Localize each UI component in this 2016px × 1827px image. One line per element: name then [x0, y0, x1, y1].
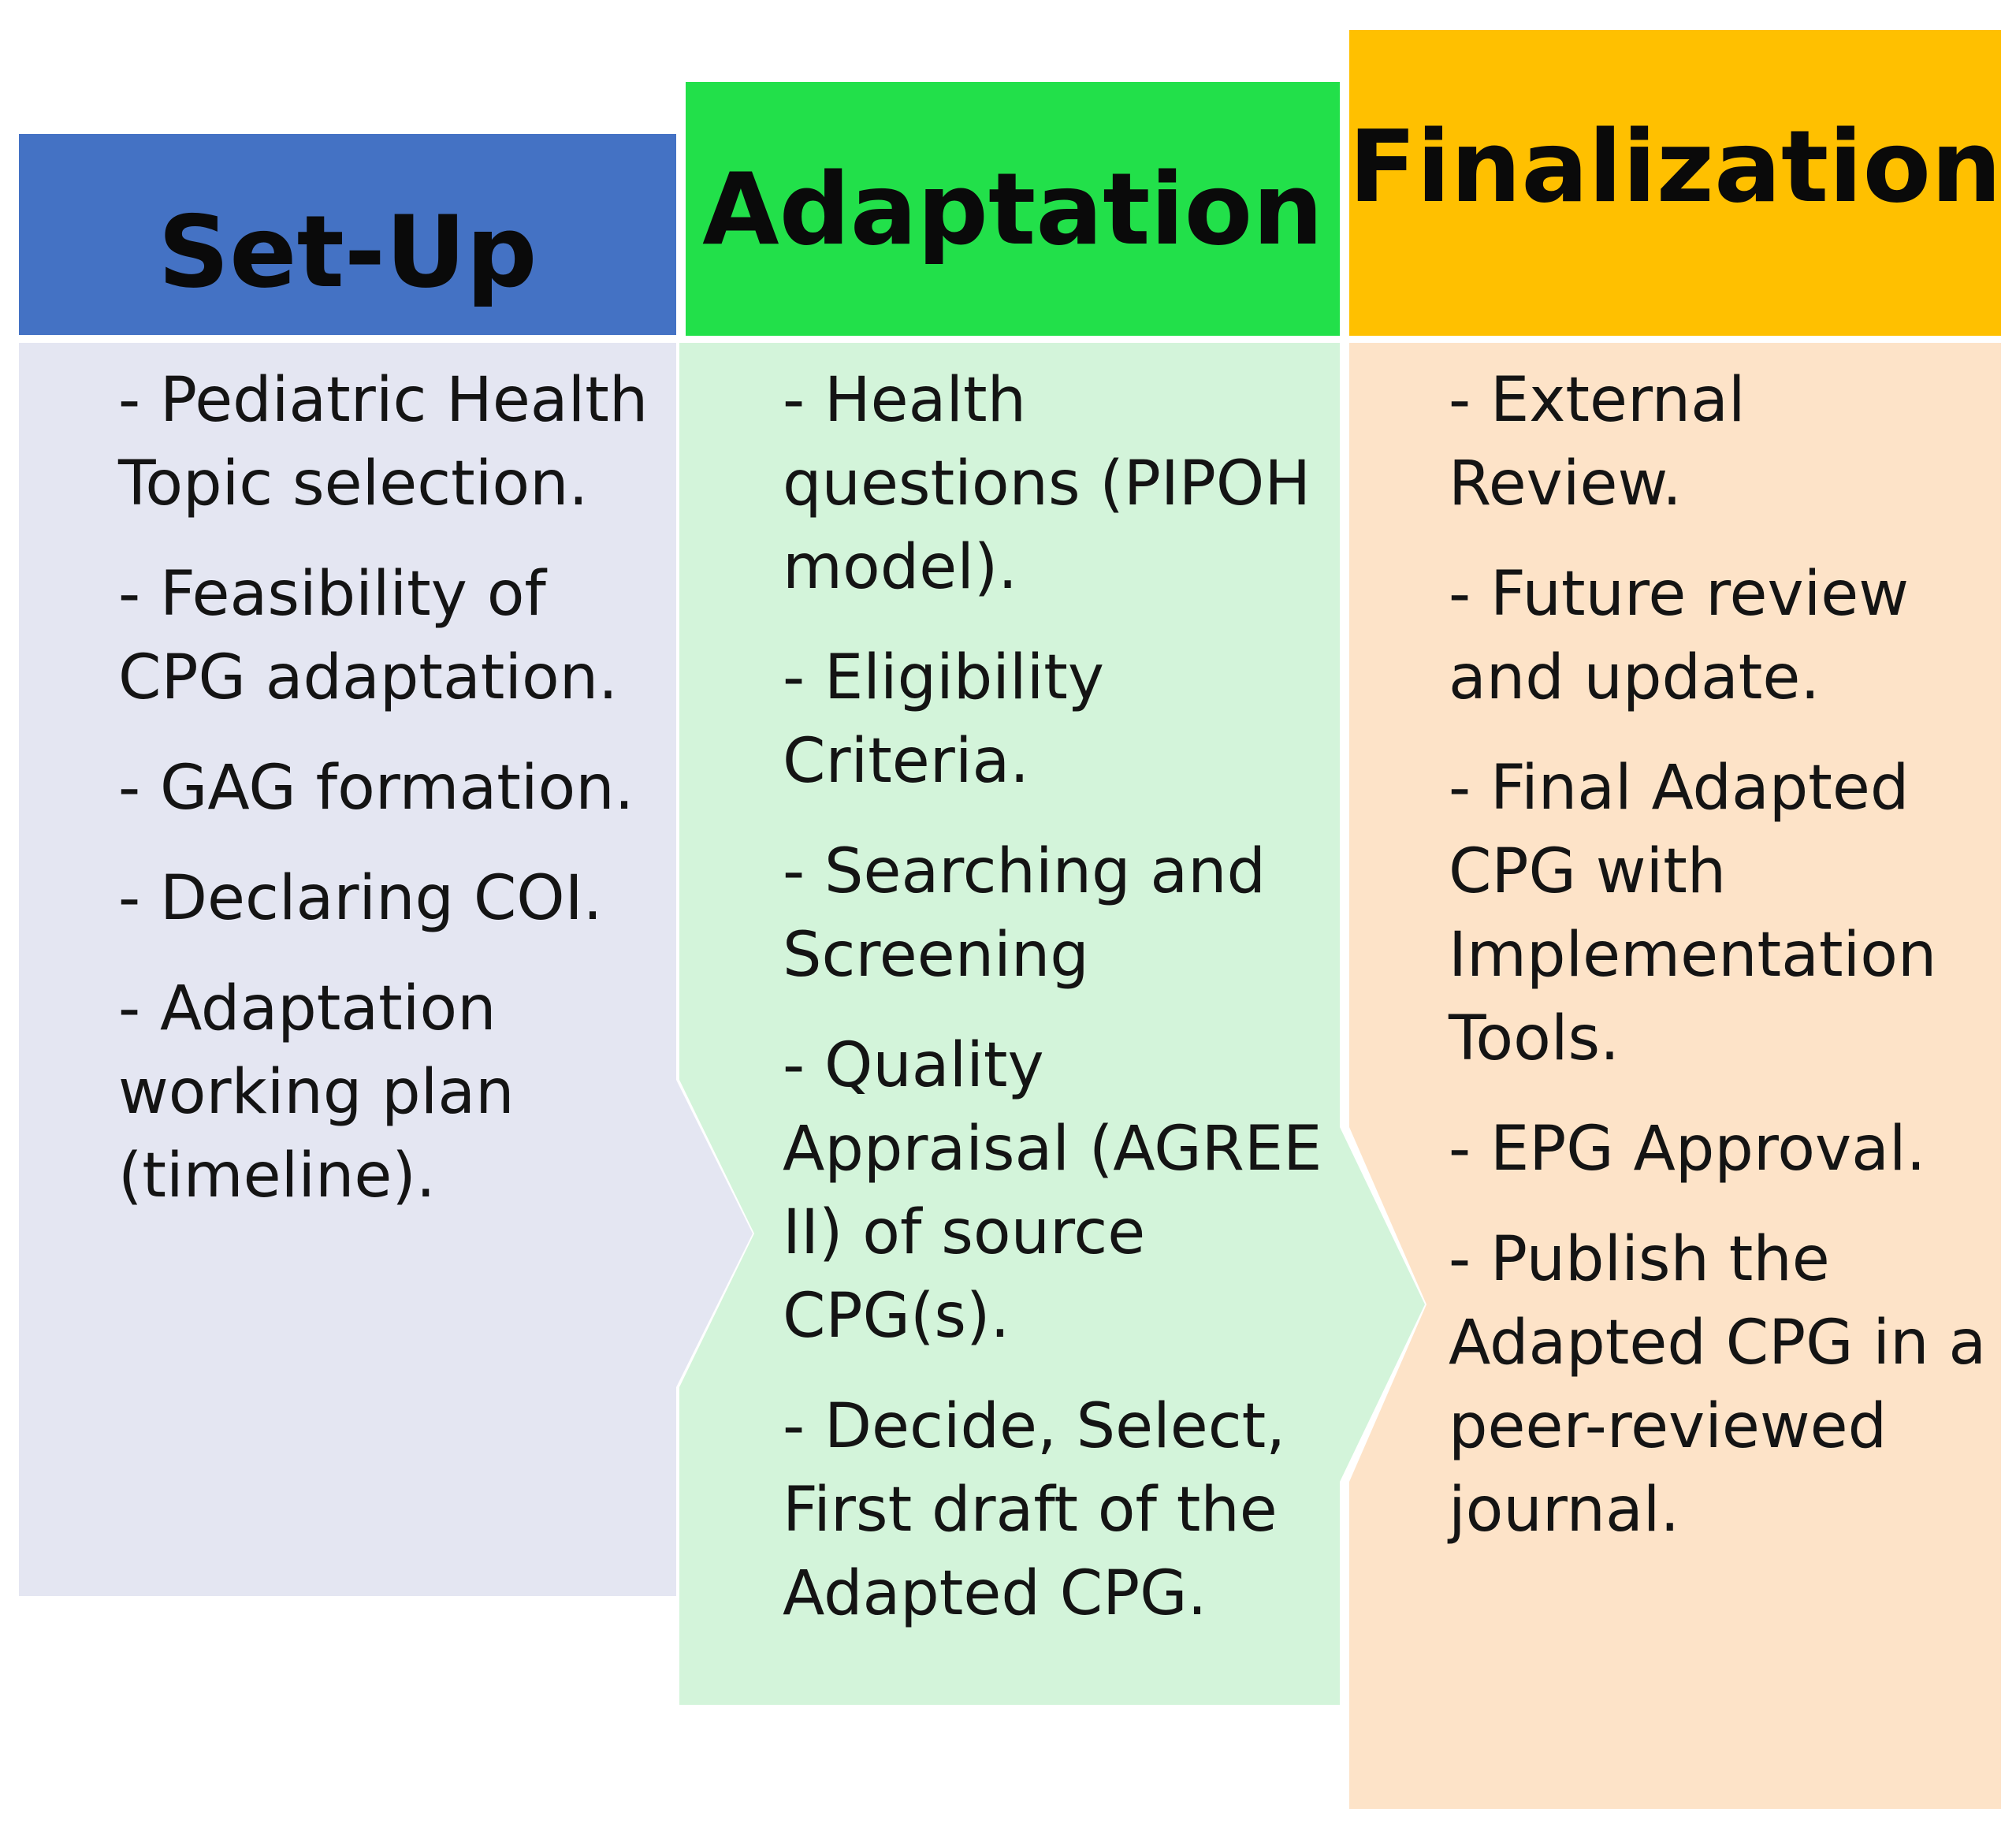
adaptation-item: - Searching and Screening	[783, 836, 1267, 991]
adaptation-item: - Quality Appraisal (AGREE II) of source…	[783, 1030, 1322, 1352]
adaptation-body-shape	[679, 343, 1425, 1705]
finalization-item: - EPG Approval.	[1449, 1114, 1926, 1185]
finalization-title: Finalization	[1348, 108, 2002, 225]
finalization-item: - External Review.	[1449, 365, 1746, 519]
finalization-items-list: - External Review. - Future review and u…	[1449, 359, 1992, 1579]
setup-body-shape	[19, 343, 753, 1596]
finalization-item: - Publish the Adapted CPG in a peer-revi…	[1449, 1224, 1987, 1546]
adaptation-header: Adaptation	[686, 82, 1340, 336]
adaptation-title: Adaptation	[702, 151, 1323, 267]
finalization-header-shape	[1349, 30, 2001, 336]
finalization-body-shape	[1349, 343, 2001, 1809]
setup-header: Set-Up	[19, 134, 676, 335]
finalization-item: - Final Adapted CPG with Implementation …	[1449, 753, 1937, 1074]
setup-item: - Adaptation working plan (timeline).	[118, 973, 515, 1211]
adaptation-item: - Eligibility Criteria.	[783, 642, 1105, 797]
adaptation-item: - Health questions (PIPOH model).	[783, 365, 1311, 603]
setup-title: Set-Up	[158, 194, 537, 310]
finalization-item: - Future review and update.	[1449, 559, 1910, 713]
setup-item: - Pediatric Health Topic selection.	[118, 365, 649, 519]
setup-item: - Declaring COI.	[118, 863, 603, 934]
adaptation-items-list: - Health questions (PIPOH model). - Elig…	[783, 359, 1334, 1662]
finalization-header: Finalization	[1348, 30, 2002, 336]
setup-header-shape	[19, 134, 676, 335]
setup-items-list: - Pediatric Health Topic selection. - Fe…	[118, 359, 670, 1245]
setup-item: - GAG formation.	[118, 753, 634, 824]
adaptation-item: - Decide, Select, First draft of the Ada…	[783, 1391, 1286, 1629]
adaptation-header-shape	[686, 82, 1340, 336]
setup-item: - Feasibility of CPG adaptation.	[118, 559, 618, 713]
